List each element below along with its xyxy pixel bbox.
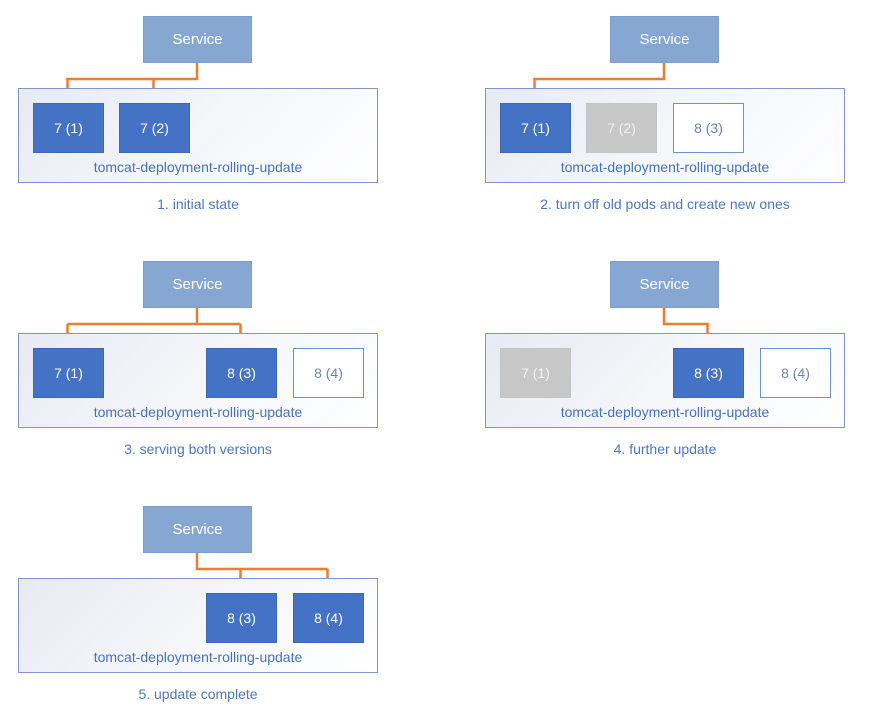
panel-3-serving-both-versions: Service 7 (1) 8 (3) 8 (4) tomcat-deploym…: [0, 245, 435, 480]
service-box: Service: [143, 506, 252, 553]
pod-8-3: 8 (3): [673, 103, 744, 153]
pod-label: 8 (3): [227, 365, 256, 381]
pod-label: 7 (1): [521, 120, 550, 136]
pod-label: 7 (1): [521, 365, 550, 381]
pod-8-3: 8 (3): [206, 348, 277, 398]
deployment-label: tomcat-deployment-rolling-update: [560, 159, 770, 175]
pod-label: 8 (3): [227, 610, 256, 626]
panel-4-further-update: Service 7 (1) 8 (3) 8 (4) tomcat-deploym…: [467, 245, 870, 480]
service-label: Service: [172, 521, 223, 538]
pod-label: 8 (3): [694, 120, 723, 136]
pod-8-4: 8 (4): [760, 348, 831, 398]
panel-2-turn-off-old-pods: Service 7 (1) 7 (2) 8 (3) tomcat-deploym…: [467, 0, 870, 235]
pod-label: 8 (4): [314, 610, 343, 626]
pod-8-4: 8 (4): [293, 593, 364, 643]
service-box: Service: [143, 261, 252, 308]
pod-8-3: 8 (3): [206, 593, 277, 643]
pod-label: 8 (4): [314, 365, 343, 381]
pod-label: 7 (2): [607, 120, 636, 136]
deployment-label: tomcat-deployment-rolling-update: [93, 649, 303, 665]
panel-caption: 1. initial state: [157, 196, 239, 212]
service-box: Service: [143, 16, 252, 63]
pod-7-1: 7 (1): [500, 103, 571, 153]
deployment-box: 7 (1) 7 (2) 8 (3) tomcat-deployment-roll…: [485, 88, 845, 183]
service-label: Service: [172, 276, 223, 293]
pod-8-3: 8 (3): [673, 348, 744, 398]
panel-caption: 4. further update: [613, 441, 717, 457]
pod-7-1: 7 (1): [500, 348, 571, 398]
pod-label: 7 (2): [140, 120, 169, 136]
pod-label: 7 (1): [54, 365, 83, 381]
panel-1-initial-state: Service 7 (1) 7 (2) tomcat-deployment-ro…: [0, 0, 435, 235]
service-box: Service: [610, 16, 719, 63]
pod-8-4: 8 (4): [293, 348, 364, 398]
pod-7-2: 7 (2): [119, 103, 190, 153]
pod-7-1: 7 (1): [33, 103, 104, 153]
service-box: Service: [610, 261, 719, 308]
service-label: Service: [639, 31, 690, 48]
panel-caption: 3. serving both versions: [124, 441, 272, 457]
deployment-box: 7 (1) 8 (3) 8 (4) tomcat-deployment-roll…: [485, 333, 845, 428]
pod-7-1: 7 (1): [33, 348, 104, 398]
panel-caption: 5. update complete: [138, 686, 258, 702]
pod-label: 8 (4): [781, 365, 810, 381]
panel-5-update-complete: Service 8 (3) 8 (4) tomcat-deployment-ro…: [0, 490, 435, 718]
deployment-label: tomcat-deployment-rolling-update: [560, 404, 770, 420]
panel-caption: 2. turn off old pods and create new ones: [540, 196, 790, 212]
pod-label: 7 (1): [54, 120, 83, 136]
service-label: Service: [639, 276, 690, 293]
pod-7-2: 7 (2): [586, 103, 657, 153]
pod-label: 8 (3): [694, 365, 723, 381]
service-label: Service: [172, 31, 223, 48]
deployment-box: 7 (1) 7 (2) tomcat-deployment-rolling-up…: [18, 88, 378, 183]
deployment-box: 7 (1) 8 (3) 8 (4) tomcat-deployment-roll…: [18, 333, 378, 428]
deployment-box: 8 (3) 8 (4) tomcat-deployment-rolling-up…: [18, 578, 378, 673]
deployment-label: tomcat-deployment-rolling-update: [93, 404, 303, 420]
deployment-label: tomcat-deployment-rolling-update: [93, 159, 303, 175]
